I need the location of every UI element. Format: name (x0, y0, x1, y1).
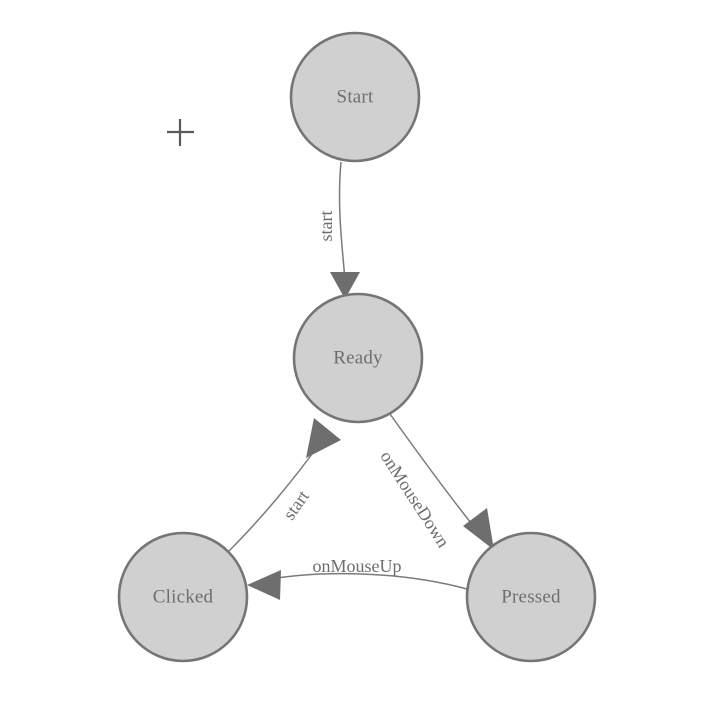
edge-clicked-to-ready-label: start (279, 487, 313, 524)
node-clicked[interactable]: Clicked (117, 531, 249, 663)
edge-pressed-to-clicked-arrowhead (247, 570, 281, 600)
node-clicked-label: Clicked (153, 587, 214, 608)
edge-ready-to-pressed[interactable]: onMouseDown (376, 413, 494, 551)
plus-crosshair-icon (167, 119, 194, 146)
edge-start-to-ready-label: start (316, 211, 336, 242)
node-start-circle (289, 31, 421, 163)
edge-ready-to-pressed-arrowhead (463, 508, 494, 550)
node-pressed[interactable]: Pressed (465, 531, 597, 663)
node-pressed-circle (465, 531, 597, 663)
node-ready-circle (292, 292, 424, 424)
edge-start-to-ready-arrowhead (330, 272, 360, 299)
node-start[interactable]: Start (289, 31, 421, 163)
edge-ready-to-pressed-label: onMouseDown (376, 447, 453, 551)
node-ready-label: Ready (333, 348, 383, 369)
edge-start-to-ready[interactable]: start (316, 161, 360, 299)
node-start-label: Start (337, 87, 374, 108)
edge-clicked-to-ready[interactable]: start (227, 418, 341, 553)
edge-pressed-to-clicked-path (264, 572, 468, 590)
edge-clicked-to-ready-arrowhead (306, 418, 341, 458)
node-clicked-circle (117, 531, 249, 663)
edge-start-to-ready-path (338, 161, 346, 281)
node-ready[interactable]: Ready (292, 292, 424, 424)
node-pressed-label: Pressed (501, 587, 561, 608)
edge-pressed-to-clicked[interactable]: onMouseUp (247, 556, 468, 600)
edge-pressed-to-clicked-label: onMouseUp (313, 556, 402, 576)
